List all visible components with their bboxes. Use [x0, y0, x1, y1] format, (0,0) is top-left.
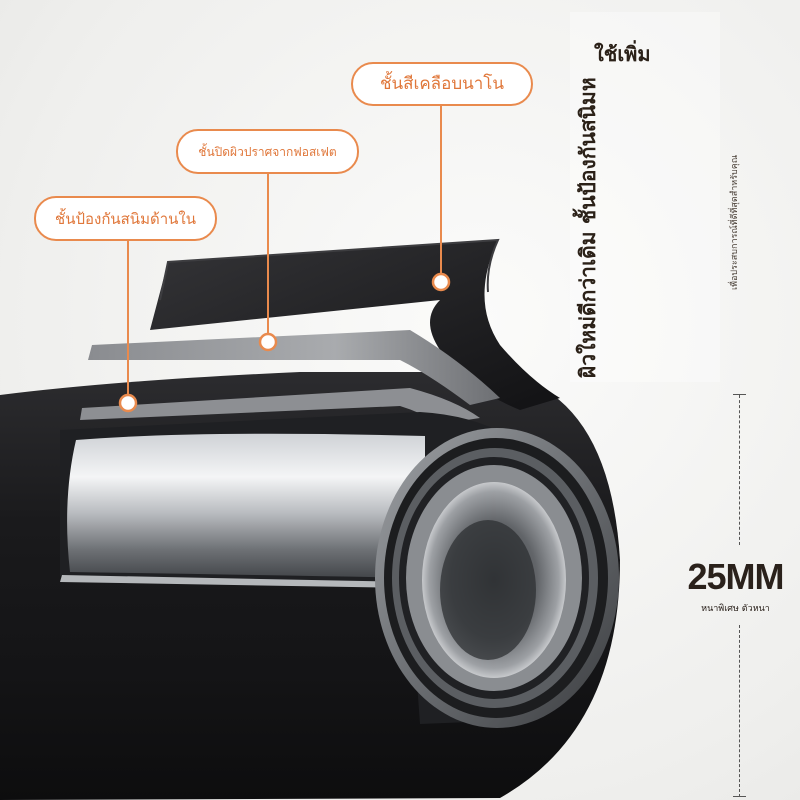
callout-nano-coating: ชั้นสีเคลือบนาโน	[351, 62, 533, 106]
dimension-line-top	[739, 395, 740, 545]
callout-phosphate-layer: ชั้นปิดผิวปราศจากฟอสเฟต	[176, 129, 359, 174]
inner-bore-surface	[67, 433, 425, 578]
callout-dot-nano	[431, 272, 451, 292]
text-panel	[570, 12, 720, 382]
dimension-cap-top	[733, 394, 746, 395]
callout-dot-phos	[258, 332, 278, 352]
dimension-cap-bottom	[733, 796, 746, 797]
vertical-headline: ผิวใหม่ดีกว่าเดิม ชั้นป้องกันสนิมหลายชั้…	[575, 78, 600, 378]
inner-rust-sheet	[80, 388, 480, 424]
thickness-value: 25MM	[687, 556, 784, 597]
nano-coating-flap-edge	[159, 238, 500, 301]
phosphate-sheet	[88, 330, 500, 405]
inner-bore-lip	[60, 575, 410, 588]
callout-inner-rust-layer: ชั้นป้องกันสนิมด้านใน	[34, 196, 217, 241]
headline-add-label: ใช้เพิ่ม	[594, 42, 651, 66]
vertical-subtitle: เพื่อประสบการณ์ที่ดีที่สุดสำหรับคุณ	[730, 154, 740, 290]
thickness-caption: หนาพิเศษ ตัวหนา	[701, 604, 770, 614]
dimension-line-bottom	[739, 625, 740, 797]
bore-shadow	[440, 520, 536, 660]
callout-dot-inner	[118, 393, 138, 413]
